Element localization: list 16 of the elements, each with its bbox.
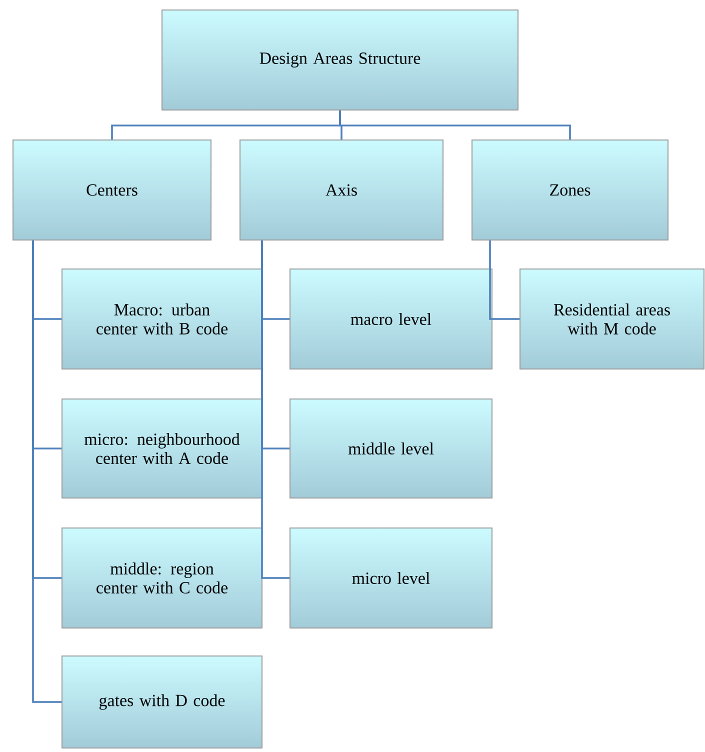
connector-line <box>489 240 520 320</box>
process-box: middle: region center with C code <box>62 528 262 628</box>
connector-line <box>32 240 62 703</box>
process-box: middle level <box>290 398 492 498</box>
connector-line <box>261 240 290 579</box>
process-box: Centers <box>12 140 212 240</box>
process-box: Zones <box>472 140 668 240</box>
process-box: micro level <box>290 528 492 628</box>
process-box: macro level <box>290 268 492 370</box>
process-box: Design Areas Structure <box>162 10 518 110</box>
connector-line <box>339 110 571 140</box>
process-box: gates with D code <box>62 656 262 748</box>
process-box: micro: neighbourhood center with A code <box>62 398 262 498</box>
process-box: Residential areas with M code <box>520 268 704 370</box>
process-box: Macro: urban center with B code <box>62 268 262 370</box>
process-box: Axis <box>240 140 444 240</box>
